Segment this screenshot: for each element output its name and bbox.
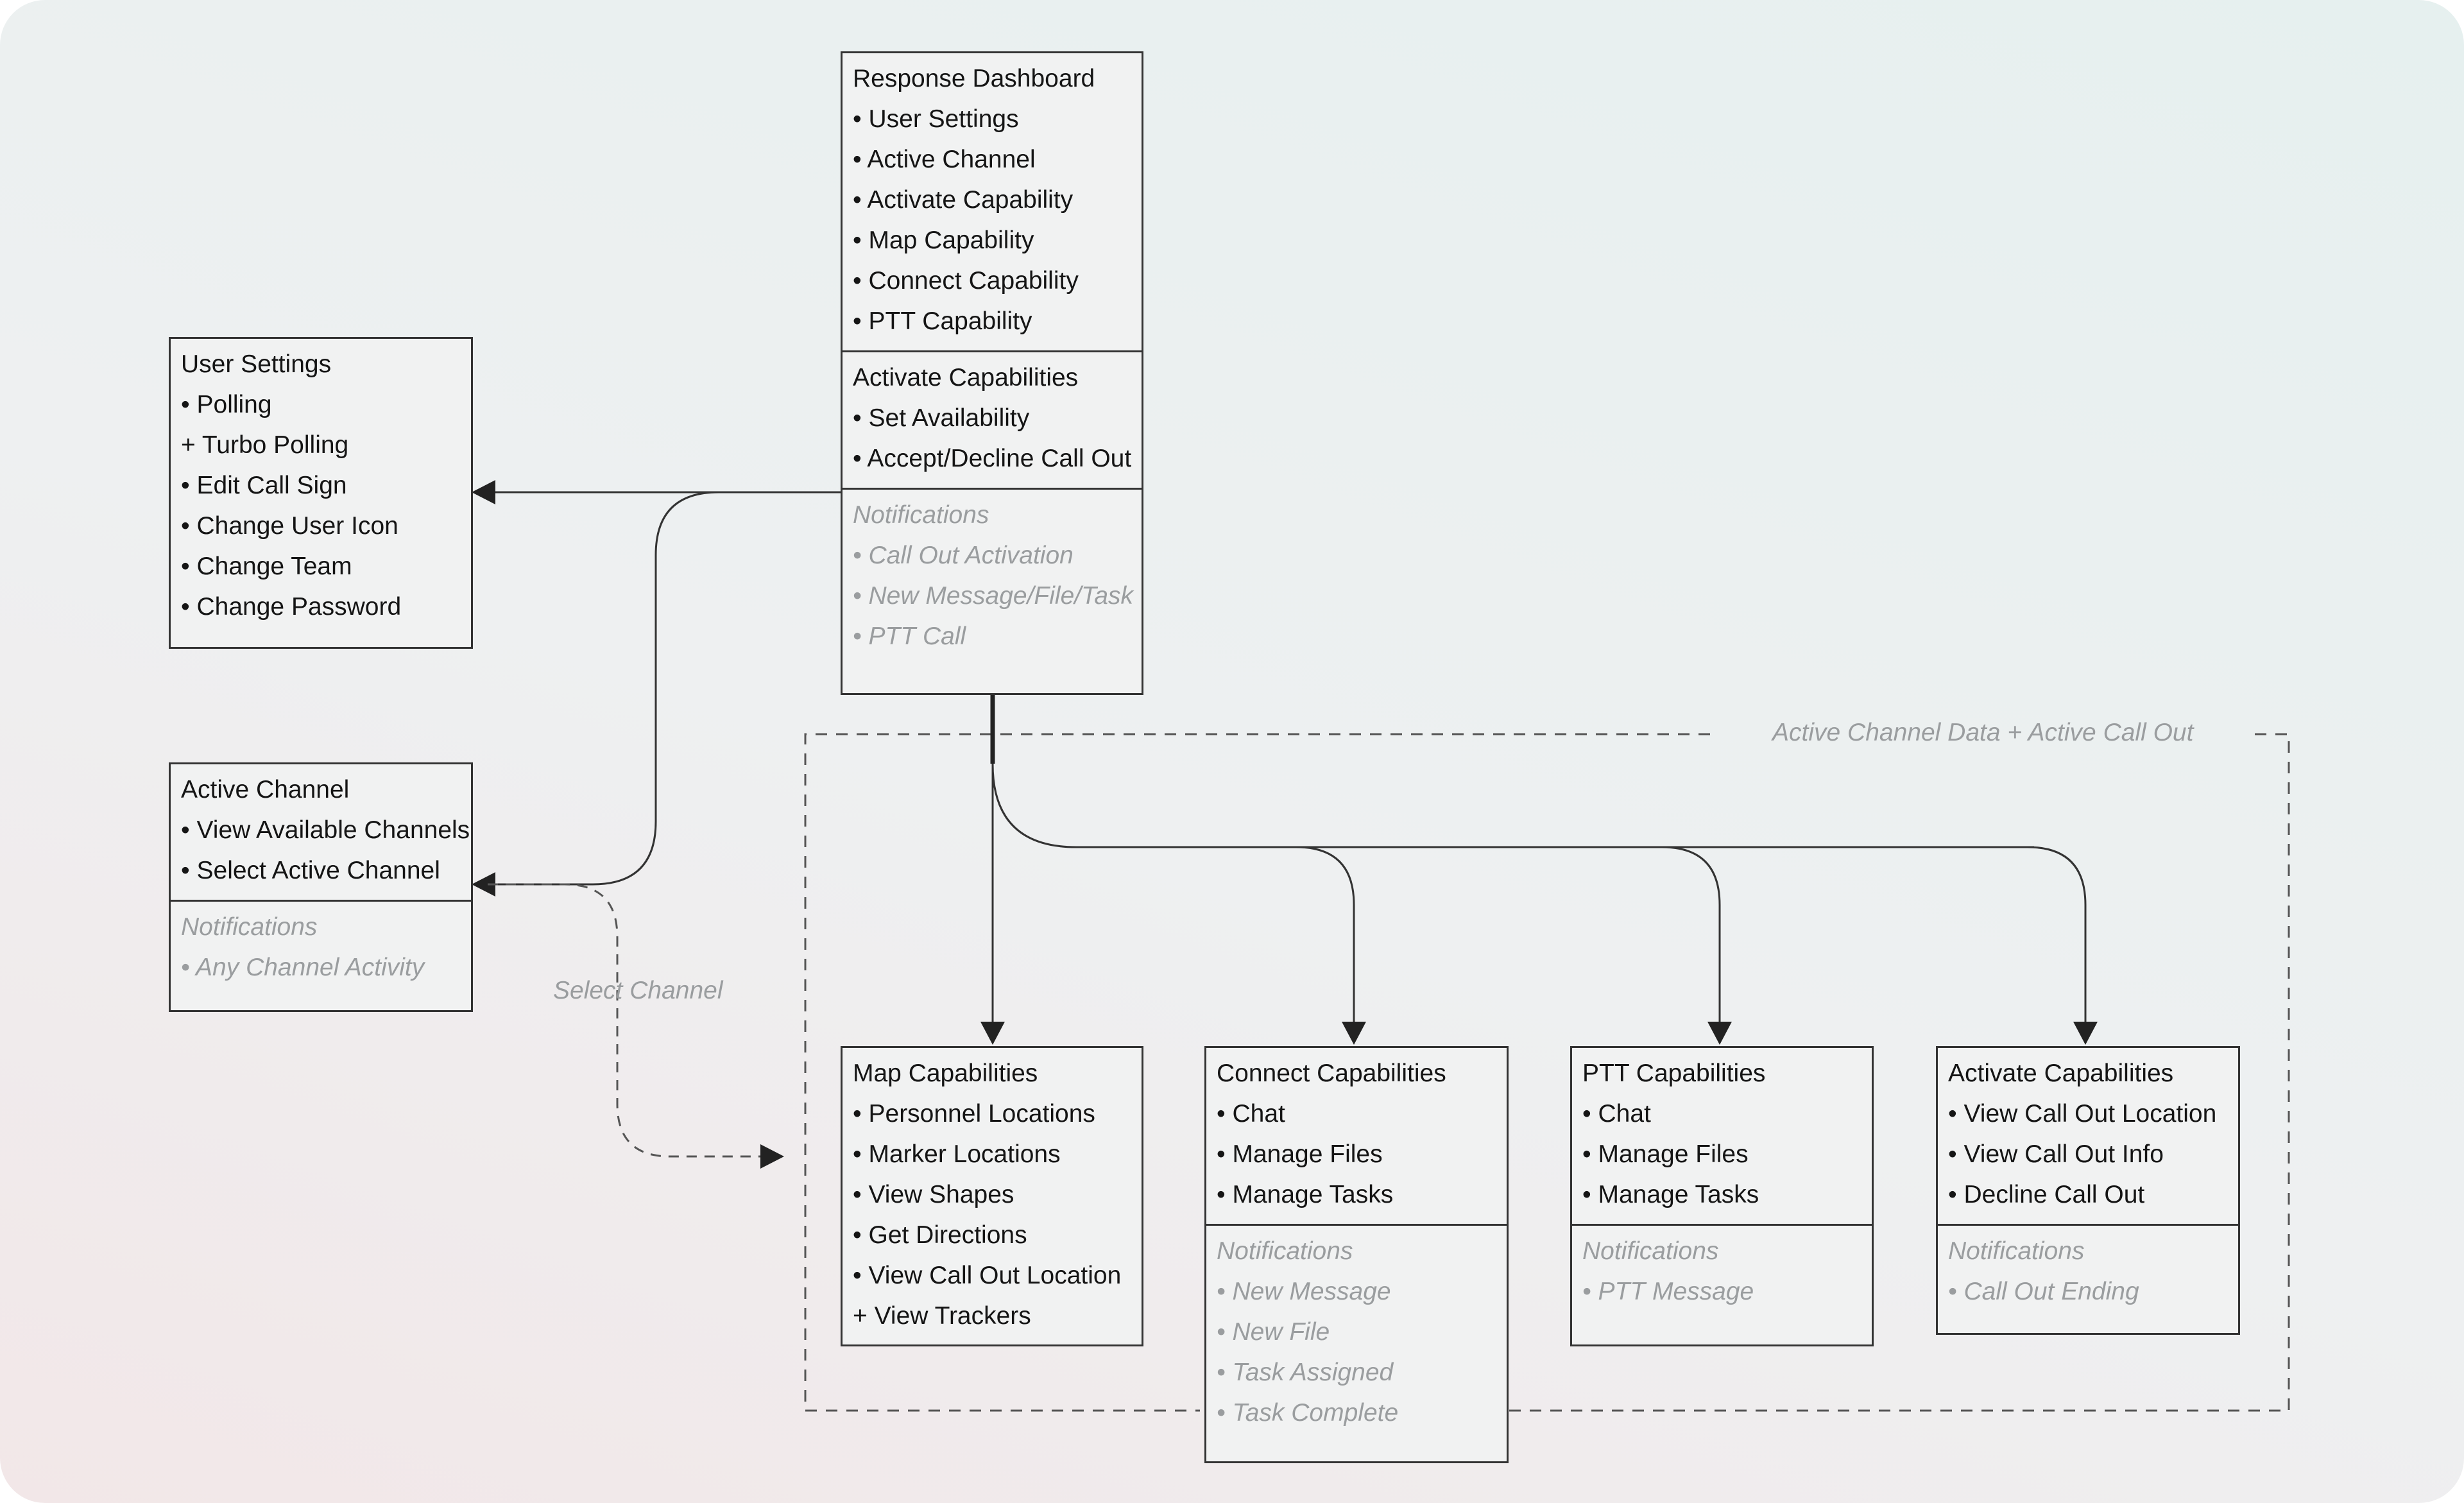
response-dashboard-notifications-section: Notifications • Call Out Activation • New …: [843, 488, 1142, 666]
item-change-password: • Change Password: [181, 593, 402, 621]
notification-item-ptt-message: • PTT Message: [1582, 1278, 1754, 1305]
item-ptt-capability: • PTT Capability: [853, 307, 1032, 335]
connect-capabilities-notifications-section: Notifications • New Message • New File • Ta…: [1206, 1224, 1507, 1442]
arrowhead-ptt-capabilities: [1707, 1022, 1732, 1045]
active-channel-section-0: Active Channel • View Available Channels •…: [171, 764, 471, 900]
item-user-settings: • User Settings: [853, 105, 1019, 133]
item-view-call-out-location: • View Call Out Location: [853, 1262, 1122, 1289]
item-map-capability: • Map Capability: [853, 227, 1034, 254]
item-change-user-icon: • Change User Icon: [181, 512, 398, 540]
edge-to-ptt-capabilities: [1661, 846, 1721, 1027]
edge-to-activate-capabilities: [2027, 846, 2087, 1027]
ptt-capabilities-section-title: PTT Capabilities: [1582, 1060, 1766, 1087]
notification-item-new-file: • New File: [1217, 1318, 1330, 1346]
activate-capabilities-section-0: Activate Capabilities • View Call Out Loc…: [1938, 1048, 2238, 1224]
connect-capabilities-notifications-title: Notifications: [1217, 1237, 1353, 1265]
notification-item-new-message-file-task: • New Message/File/Task: [853, 582, 1134, 610]
user-settings-node: User Settings • Polling + Turbo Polling • E…: [169, 337, 473, 649]
group-label: Active Channel Data + Active Call Out: [1772, 719, 2194, 746]
notification-item-call-out-ending: • Call Out Ending: [1948, 1278, 2139, 1305]
item-get-directions: • Get Directions: [853, 1221, 1027, 1249]
connect-capabilities-node: Connect Capabilities • Chat • Manage Files…: [1204, 1046, 1509, 1463]
item-chat: • Chat: [1217, 1100, 1285, 1128]
connect-capabilities-section-title: Connect Capabilities: [1217, 1060, 1446, 1087]
activate-capabilities-section-title: Activate Capabilities: [1948, 1060, 2174, 1087]
item-view-available-channels: • View Available Channels: [181, 816, 470, 844]
item-active-channel: • Active Channel: [853, 146, 1036, 173]
item-manage-tasks: • Manage Tasks: [1217, 1181, 1394, 1208]
response-dashboard-section-0: Response Dashboard • User Settings • Activ…: [843, 53, 1142, 350]
item-activate-capability: • Activate Capability: [853, 186, 1074, 214]
item-personnel-locations: • Personnel Locations: [853, 1100, 1095, 1128]
ptt-capabilities-notifications-section: Notifications • PTT Message: [1572, 1224, 1872, 1321]
item-manage-files: • Manage Files: [1217, 1140, 1383, 1168]
notification-item-task-complete: • Task Complete: [1217, 1399, 1399, 1427]
activate-capabilities-notifications-title: Notifications: [1948, 1237, 2085, 1265]
item-turbo-polling: + Turbo Polling: [181, 431, 349, 459]
edge-capability-bus: [991, 763, 2034, 848]
item-manage-files: • Manage Files: [1582, 1140, 1749, 1168]
arrowhead-user-settings: [472, 480, 495, 504]
ptt-capabilities-node: PTT Capabilities • Chat • Manage Files • Ma…: [1570, 1046, 1874, 1346]
item-select-active-channel: • Select Active Channel: [181, 857, 440, 884]
notification-item-task-assigned: • Task Assigned: [1217, 1359, 1394, 1386]
activate-capabilities-node: Activate Capabilities • View Call Out Loc…: [1936, 1046, 2240, 1335]
arrowhead-active-channel: [472, 872, 495, 897]
item-view-call-out-info: • View Call Out Info: [1948, 1140, 2164, 1168]
item-view-trackers: + View Trackers: [853, 1302, 1031, 1330]
group-container-border: [804, 733, 2290, 1412]
notification-item-call-out-activation: • Call Out Activation: [853, 542, 1074, 569]
edge-select-channel: [488, 883, 764, 1158]
notification-item-new-message: • New Message: [1217, 1278, 1391, 1305]
edge-dashboard-to-active-channel: [488, 491, 841, 886]
response-dashboard-section-1: Activate Capabilities • Set Availability •…: [843, 350, 1142, 488]
item-change-team: • Change Team: [181, 553, 352, 580]
item-decline-call-out: • Decline Call Out: [1948, 1181, 2145, 1208]
item-manage-tasks: • Manage Tasks: [1582, 1181, 1759, 1208]
active-channel-section-title: Active Channel: [181, 776, 350, 803]
item-edit-call-sign: • Edit Call Sign: [181, 472, 347, 499]
arrowhead-activate-capabilities: [2073, 1022, 2098, 1045]
active-channel-notifications-section: Notifications • Any Channel Activity: [171, 900, 471, 997]
select-channel-label: Select Channel: [553, 977, 723, 1004]
item-marker-locations: • Marker Locations: [853, 1140, 1061, 1168]
item-accept-decline-call-out: • Accept/Decline Call Out: [853, 445, 1132, 472]
response-dashboard-section-title: Activate Capabilities: [853, 364, 1079, 391]
user-settings-section-title: User Settings: [181, 350, 332, 378]
arrowhead-map-capabilities: [980, 1022, 1005, 1045]
ptt-capabilities-section-0: PTT Capabilities • Chat • Manage Files • Ma…: [1572, 1048, 1872, 1224]
activate-capabilities-notifications-section: Notifications • Call Out Ending: [1938, 1224, 2238, 1321]
response-dashboard-notifications-title: Notifications: [853, 501, 989, 529]
ptt-capabilities-notifications-title: Notifications: [1582, 1237, 1719, 1265]
item-chat: • Chat: [1582, 1100, 1651, 1128]
map-capabilities-section-0: Map Capabilities • Personnel Locations • M…: [843, 1048, 1142, 1345]
connect-capabilities-section-0: Connect Capabilities • Chat • Manage Files…: [1206, 1048, 1507, 1224]
map-capabilities-node: Map Capabilities • Personnel Locations • M…: [841, 1046, 1143, 1346]
item-polling: • Polling: [181, 391, 272, 418]
notification-item-any-channel-activity: • Any Channel Activity: [181, 954, 425, 981]
item-view-shapes: • View Shapes: [853, 1181, 1014, 1208]
arrowhead-select-channel: [760, 1144, 784, 1169]
response-dashboard-node: Response Dashboard • User Settings • Activ…: [841, 51, 1143, 695]
map-capabilities-section-title: Map Capabilities: [853, 1060, 1038, 1087]
notification-item-ptt-call: • PTT Call: [853, 623, 966, 650]
arrowhead-connect-capabilities: [1342, 1022, 1366, 1045]
edge-to-connect-capabilities: [1296, 846, 1355, 1027]
item-view-call-out-location: • View Call Out Location: [1948, 1100, 2217, 1128]
item-set-availability: • Set Availability: [853, 404, 1030, 432]
response-dashboard-section-title: Response Dashboard: [853, 65, 1095, 92]
active-channel-notifications-title: Notifications: [181, 913, 318, 941]
active-channel-node: Active Channel • View Available Channels •…: [169, 762, 473, 1012]
item-connect-capability: • Connect Capability: [853, 267, 1079, 295]
user-settings-section-0: User Settings • Polling + Turbo Polling • E…: [171, 339, 471, 636]
